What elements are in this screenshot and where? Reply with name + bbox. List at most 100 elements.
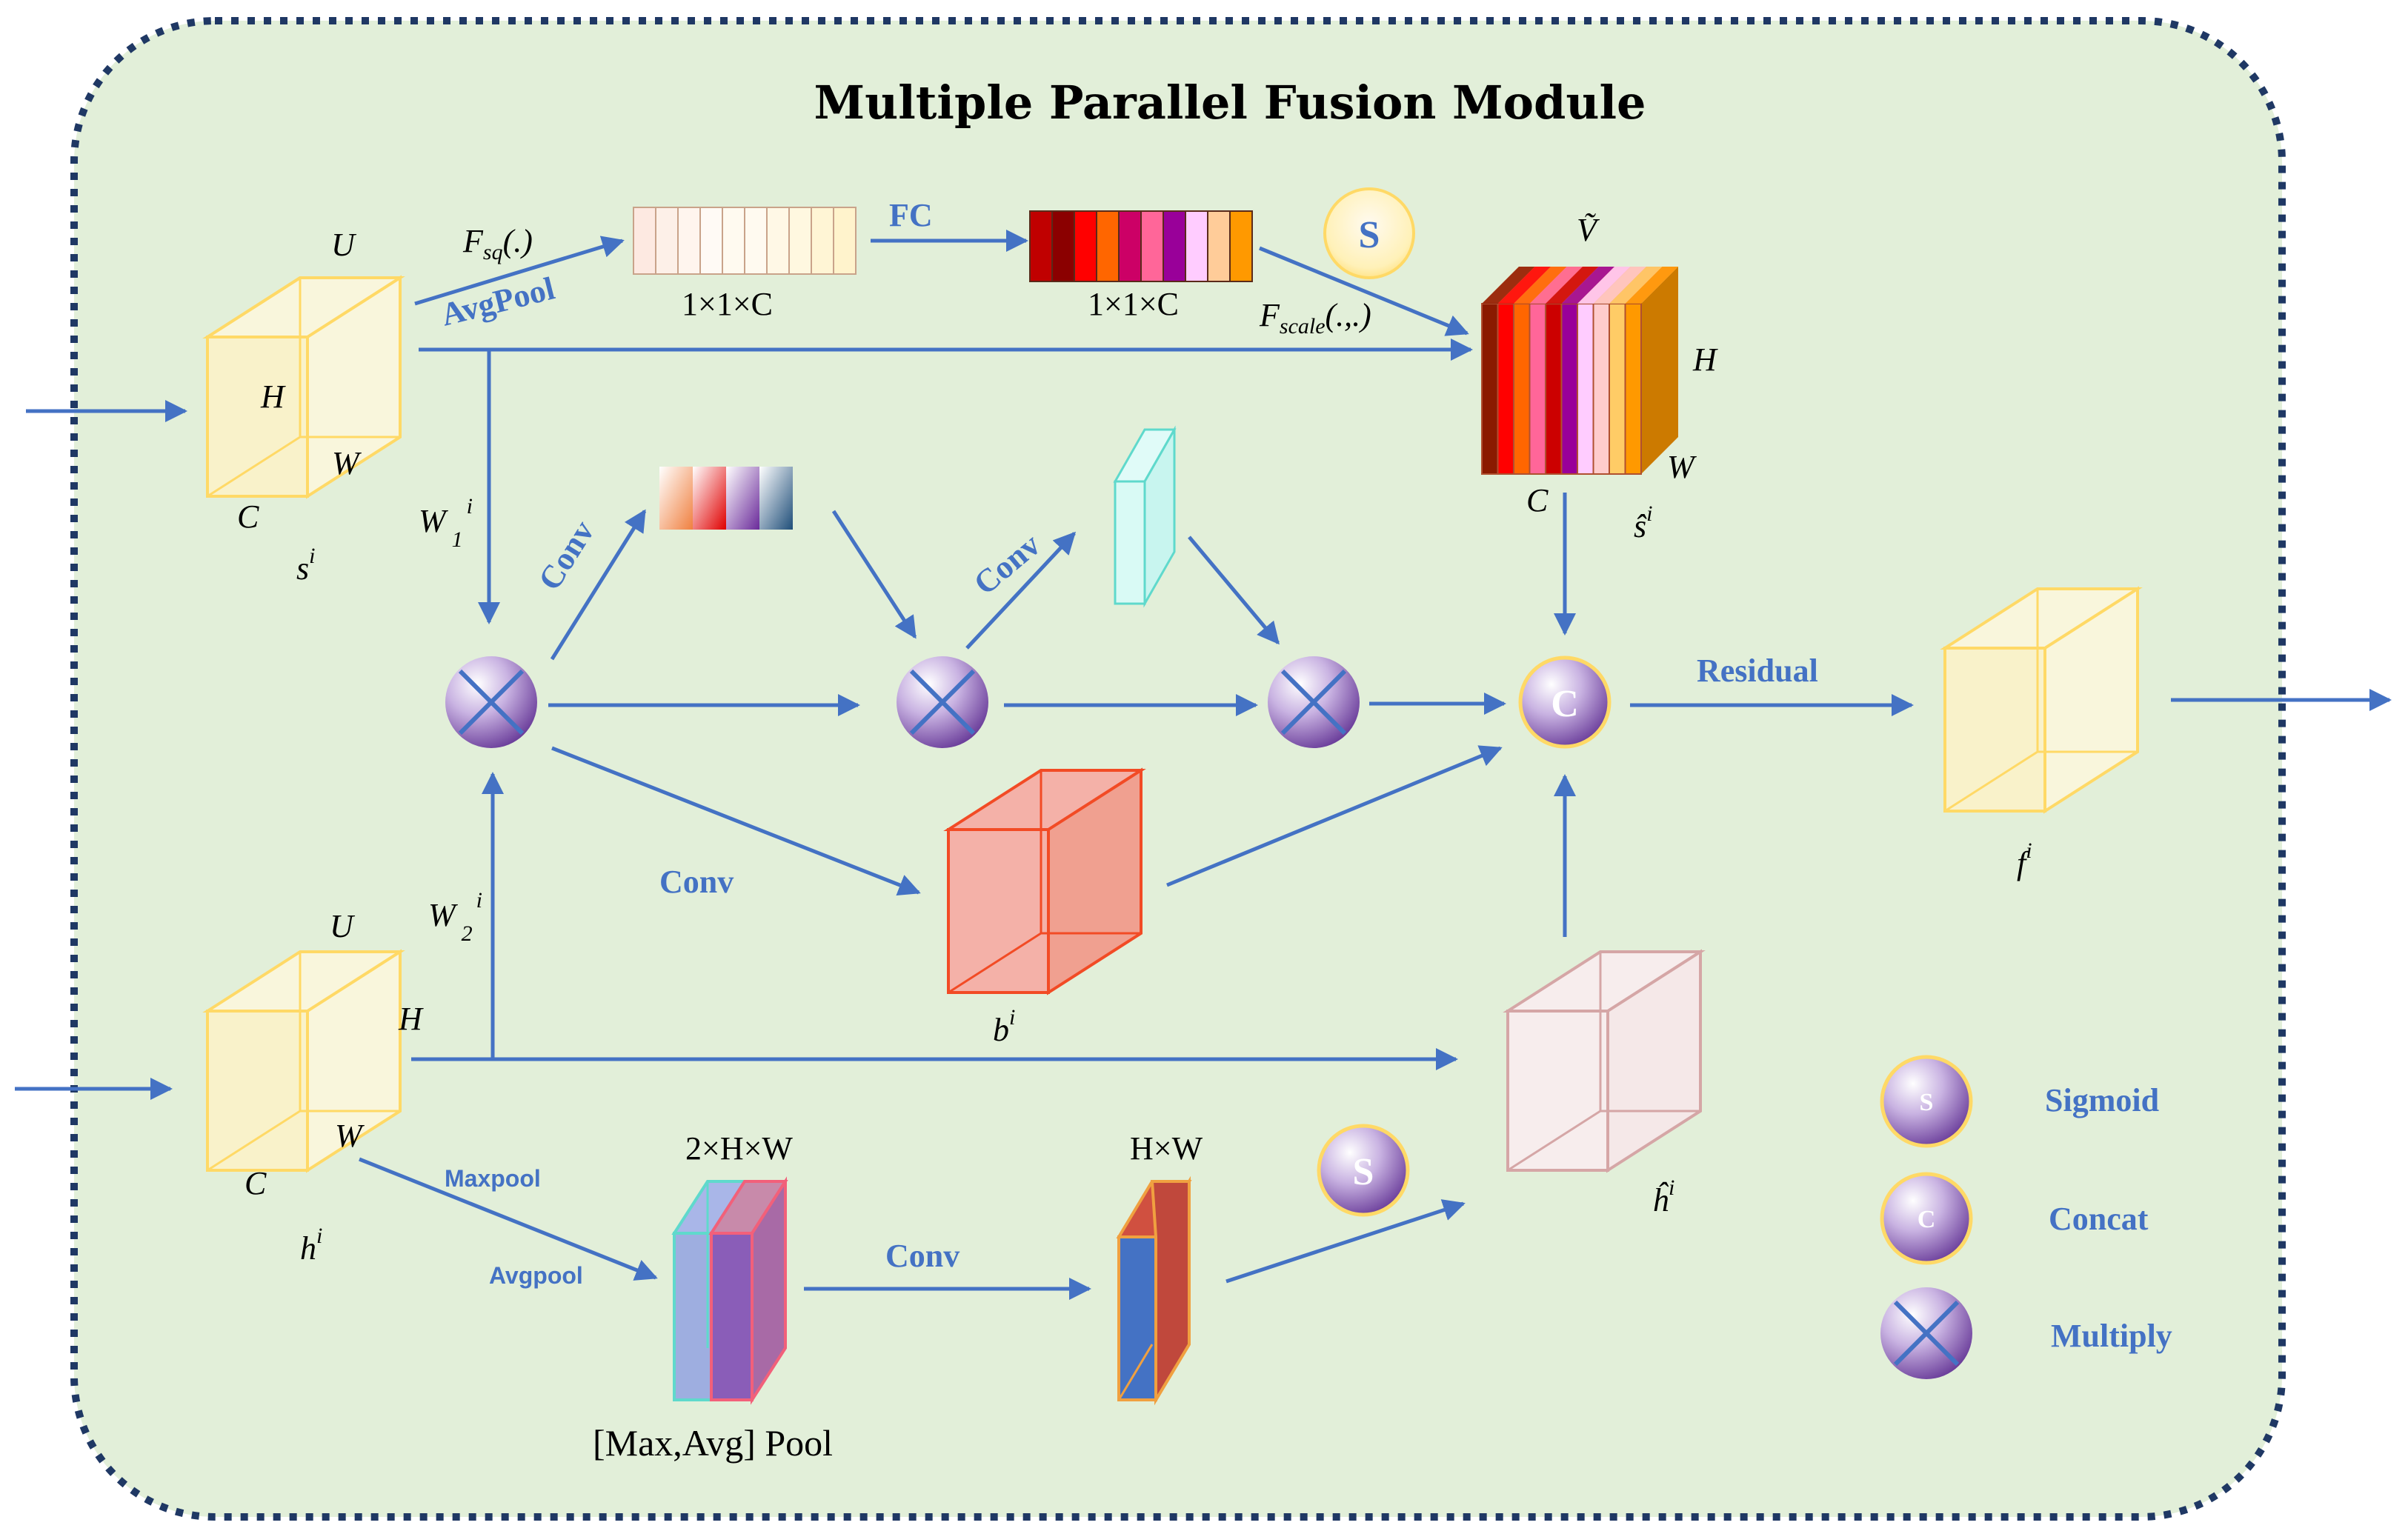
cube-h-input bbox=[202, 949, 405, 1173]
label-Fsq: Fsq(.) bbox=[462, 223, 533, 264]
label-h-hat-i: ĥi bbox=[1652, 1175, 1674, 1218]
feature-cell bbox=[1592, 303, 1610, 475]
label-conv-4: Conv bbox=[885, 1238, 959, 1274]
label-fc: FC bbox=[889, 197, 933, 233]
feature-top-cell bbox=[1593, 267, 1646, 304]
label-h-i: hi bbox=[300, 1224, 322, 1267]
label-pool-dim: 2×H×W bbox=[685, 1130, 793, 1167]
label-U-bottom: U bbox=[330, 908, 356, 944]
feature-top-cell bbox=[1561, 267, 1614, 304]
hw-block bbox=[1116, 1175, 1192, 1406]
label-s-i: si bbox=[296, 544, 315, 587]
feature-top-cell bbox=[1482, 267, 1535, 304]
concat-node: C bbox=[1518, 656, 1612, 749]
squeeze-cell bbox=[833, 207, 857, 275]
legend: S Sigmoid C Concat Multiply bbox=[1880, 1055, 2172, 1379]
squeeze-cell bbox=[788, 207, 812, 275]
cube-b bbox=[943, 767, 1146, 995]
feature-cell bbox=[1529, 303, 1546, 475]
feature-cell bbox=[1497, 303, 1514, 475]
fc-cell bbox=[1051, 210, 1075, 282]
label-H-cube: H bbox=[1692, 341, 1718, 378]
feature-top-cell bbox=[1609, 267, 1663, 304]
label-V-tilde: Ṽ bbox=[1577, 212, 1600, 248]
svg-text:Multiply: Multiply bbox=[2051, 1318, 2172, 1354]
fc-cell bbox=[1118, 210, 1142, 282]
squeeze-cell bbox=[811, 207, 834, 275]
feature-top-cell bbox=[1546, 267, 1599, 304]
fc-cell bbox=[1185, 210, 1208, 282]
feature-top-cell bbox=[1625, 267, 1678, 304]
feature-top-cell bbox=[1514, 267, 1567, 304]
label-maxpool: Maxpool bbox=[445, 1165, 541, 1192]
fc-cell bbox=[1029, 210, 1053, 282]
feature-cell bbox=[1624, 303, 1642, 475]
svg-text:S: S bbox=[1920, 1089, 1934, 1116]
label-U-top: U bbox=[331, 227, 357, 263]
fc-cell bbox=[1163, 210, 1186, 282]
feature-top-cell bbox=[1497, 267, 1551, 304]
label-W-bottom: W bbox=[335, 1118, 365, 1154]
label-s-hat-i: ŝi bbox=[1634, 501, 1652, 544]
feature-cell bbox=[1560, 303, 1578, 475]
sigmoid-node-top: S bbox=[1323, 187, 1415, 279]
squeeze-vector bbox=[633, 207, 857, 275]
feature-cell bbox=[1545, 303, 1563, 475]
cube-f-output bbox=[1940, 586, 2143, 814]
feature-top-cell bbox=[1577, 267, 1631, 304]
fc-cell bbox=[1207, 210, 1231, 282]
cube-s-input bbox=[202, 275, 405, 499]
label-pool-caption: [Max,Avg] Pool bbox=[593, 1422, 833, 1464]
feature-cell bbox=[1577, 303, 1594, 475]
label-C-bottom: C bbox=[245, 1165, 267, 1201]
squeeze-cell bbox=[633, 207, 656, 275]
label-C-top: C bbox=[237, 498, 259, 535]
label-H-top: H bbox=[260, 378, 286, 415]
label-H-bottom: H bbox=[398, 1001, 424, 1037]
label-hw-dim: H×W bbox=[1130, 1130, 1203, 1167]
squeeze-cell bbox=[722, 207, 745, 275]
multiply-node-2 bbox=[897, 656, 988, 748]
svg-text:S: S bbox=[1353, 1151, 1374, 1193]
label-avgpool: Avgpool bbox=[489, 1262, 583, 1289]
fc-cell bbox=[1229, 210, 1253, 282]
legend-sigmoid: S Sigmoid bbox=[1880, 1055, 2159, 1148]
squeeze-cell bbox=[699, 207, 723, 275]
svg-text:S: S bbox=[1359, 214, 1380, 256]
squeeze-cell bbox=[744, 207, 768, 275]
label-vec2: 1×1×C bbox=[1088, 286, 1179, 322]
cube-h-hat bbox=[1503, 949, 1706, 1173]
label-C-cube: C bbox=[1526, 482, 1549, 518]
fc-cell bbox=[1096, 210, 1120, 282]
squeeze-cell bbox=[766, 207, 790, 275]
diagram-title: Multiple Parallel Fusion Module bbox=[814, 76, 1646, 130]
svg-text:Sigmoid: Sigmoid bbox=[2045, 1082, 2159, 1118]
label-vec1: 1×1×C bbox=[682, 286, 773, 322]
sigmoid-node-bottom: S bbox=[1317, 1124, 1410, 1217]
fc-cell bbox=[1140, 210, 1164, 282]
feature-cell bbox=[1481, 303, 1499, 475]
label-conv-3: Conv bbox=[659, 864, 734, 900]
label-W-cube: W bbox=[1667, 449, 1697, 485]
feature-cell bbox=[1609, 303, 1626, 475]
multiply-node-3 bbox=[1268, 656, 1360, 748]
label-W2: W2i bbox=[428, 888, 482, 946]
scaled-feature-cube bbox=[1481, 267, 1678, 475]
svg-text:Concat: Concat bbox=[2049, 1201, 2149, 1237]
svg-text:C: C bbox=[1551, 683, 1579, 725]
pool-block bbox=[671, 1176, 788, 1405]
label-residual: Residual bbox=[1697, 653, 1818, 689]
spatial-attention-map bbox=[1113, 425, 1177, 608]
fc-vector bbox=[1029, 210, 1253, 282]
label-W1: W1i bbox=[419, 494, 473, 552]
flow-arrows bbox=[15, 230, 2392, 1300]
multiply-node-1 bbox=[445, 656, 537, 748]
feature-cell bbox=[1513, 303, 1531, 475]
svg-text:C: C bbox=[1918, 1206, 1936, 1233]
label-W-top: W bbox=[332, 445, 362, 481]
legend-concat: C Concat bbox=[1880, 1172, 2149, 1265]
squeeze-cell bbox=[655, 207, 679, 275]
label-Fscale: Fscale(.,.) bbox=[1259, 297, 1371, 338]
legend-multiply: Multiply bbox=[1880, 1287, 2172, 1379]
